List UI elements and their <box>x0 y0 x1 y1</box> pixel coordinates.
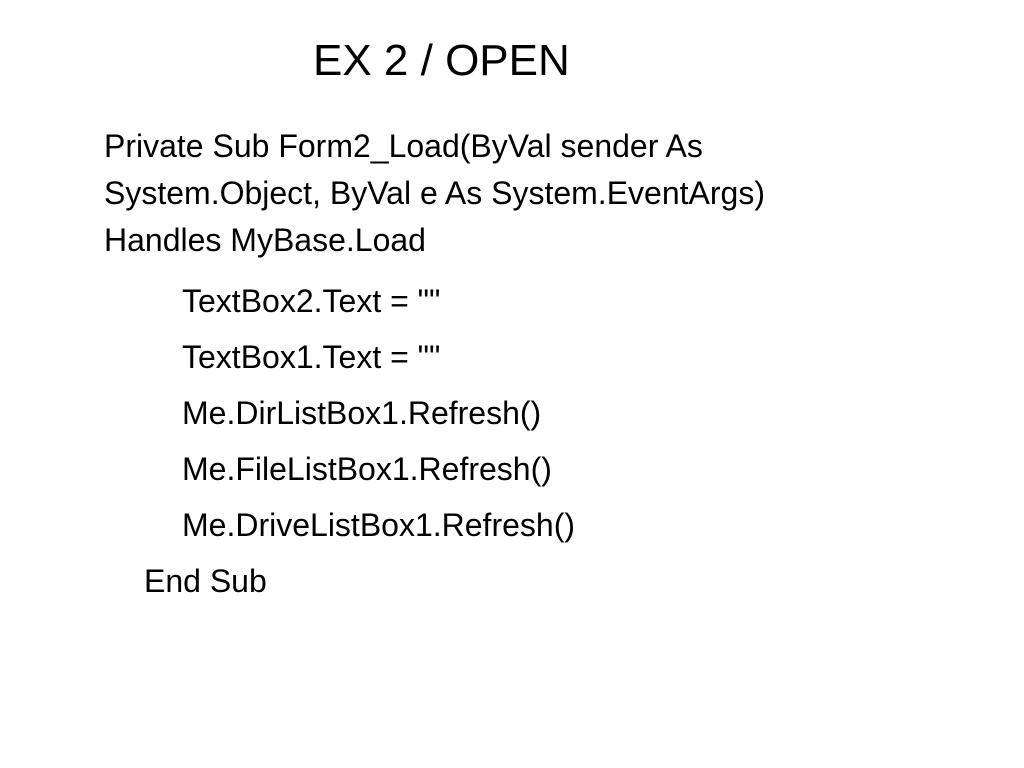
code-body-line-2: TextBox1.Text = "" <box>182 339 441 375</box>
code-body-line-4: Me.FileListBox1.Refresh() <box>182 451 552 487</box>
code-signature-line-2: System.Object, ByVal e As System.EventAr… <box>104 175 765 211</box>
code-body-line-1: TextBox2.Text = "" <box>182 283 441 319</box>
code-block: Private Sub Form2_Load(ByVal sender As S… <box>104 123 984 609</box>
code-signature-line-1: Private Sub Form2_Load(ByVal sender As <box>104 128 703 164</box>
code-signature-line-3: Handles MyBase.Load <box>104 222 426 258</box>
code-body-line-5: Me.DriveListBox1.Refresh() <box>182 507 575 543</box>
code-body-line-3: Me.DirListBox1.Refresh() <box>182 395 542 431</box>
slide-title: EX 2 / OPEN <box>313 36 570 85</box>
code-end-line: End Sub <box>144 563 267 599</box>
